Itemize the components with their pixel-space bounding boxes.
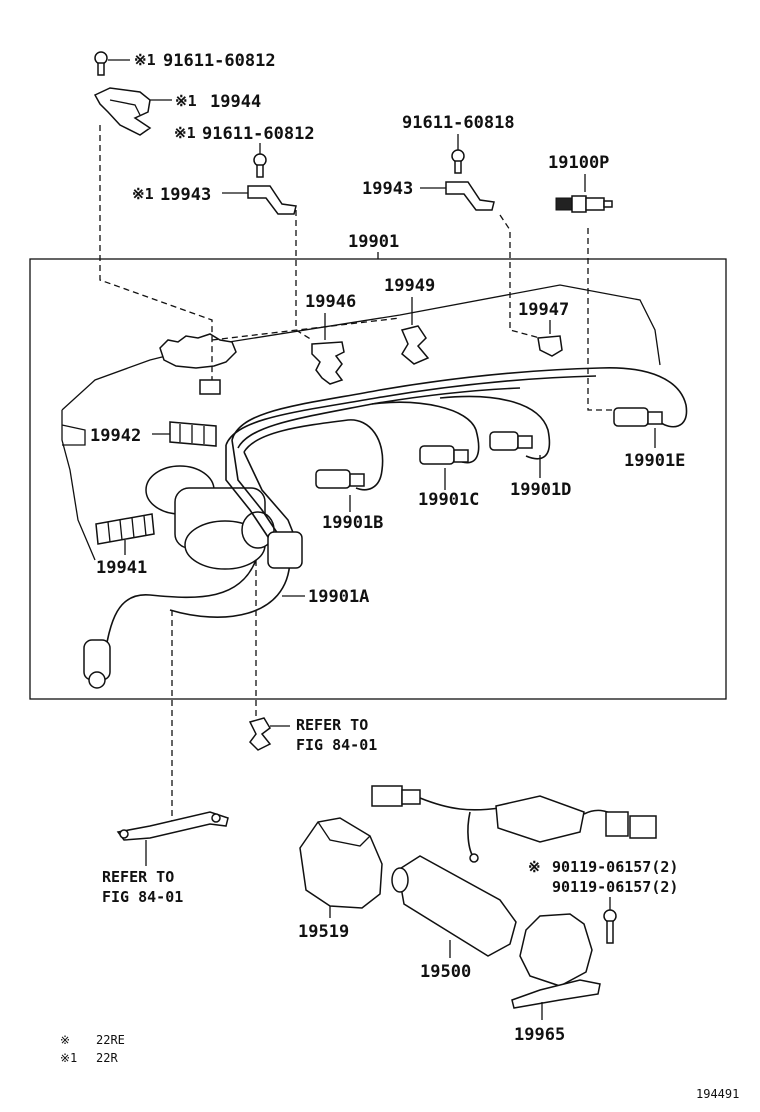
- separator-19942-icon: [169, 421, 217, 447]
- part-label-screw-2: 90119-06157(2): [552, 878, 678, 896]
- part-label-19943-left: 19943: [160, 185, 211, 205]
- part-label-19901c: 19901C: [418, 490, 479, 510]
- boot-a-icon: [83, 639, 111, 689]
- ignition-coil-19500-icon: [391, 855, 517, 957]
- part-label-screw-1: 90119-06157(2): [552, 858, 678, 876]
- part-label-bolt-mid: 91611-60812: [202, 124, 315, 144]
- coil-cover-19519-icon: [299, 817, 383, 909]
- note1-marker: ※1: [175, 92, 197, 110]
- note-marker: ※: [528, 858, 541, 876]
- refer-2-line1: REFER TO: [102, 868, 174, 886]
- legend-mark-2: ※1: [60, 1051, 77, 1065]
- distributor-icon: [145, 465, 275, 570]
- part-label-19901a: 19901A: [308, 587, 369, 607]
- clamp-19949-icon: [400, 325, 430, 365]
- wire-set-frame: [29, 258, 727, 700]
- clamp-19943-right-icon: [445, 181, 495, 211]
- part-label-19519: 19519: [298, 922, 349, 942]
- part-label-19944: 19944: [210, 92, 261, 112]
- boot-e-icon: [613, 407, 663, 427]
- part-label-19100p: 19100P: [548, 153, 609, 173]
- part-label-19947: 19947: [518, 300, 569, 320]
- part-label-19942: 19942: [90, 426, 141, 446]
- boot-d-icon: [489, 431, 533, 451]
- screw-icon: [603, 909, 617, 944]
- refer-1-line1: REFER TO: [296, 716, 368, 734]
- diagram-id: 194491: [696, 1087, 739, 1101]
- coil-harness-icon: [371, 785, 657, 863]
- bolt-top-icon: [94, 51, 108, 76]
- part-label-19901: 19901: [348, 232, 399, 252]
- legend-text-1: 22RE: [96, 1033, 125, 1047]
- boot-c-icon: [419, 445, 469, 465]
- engine-outline: [61, 284, 661, 561]
- bracket-19944-icon: [93, 87, 152, 136]
- clamp-19946-icon: [311, 341, 345, 385]
- part-label-19941: 19941: [96, 558, 147, 578]
- legend-text-2: 22R: [96, 1051, 118, 1065]
- part-label-bolt-right: 91611-60818: [402, 113, 515, 133]
- part-label-19949: 19949: [384, 276, 435, 296]
- clamp-19947-icon: [537, 335, 563, 357]
- bracket-19965-icon: [511, 913, 601, 1009]
- part-label-19965: 19965: [514, 1025, 565, 1045]
- note1-marker: ※1: [134, 51, 156, 69]
- part-label-19946: 19946: [305, 292, 356, 312]
- part-label-19901b: 19901B: [322, 513, 383, 533]
- note1-marker: ※1: [132, 185, 154, 203]
- part-label-19901e: 19901E: [624, 451, 685, 471]
- part-label-19901d: 19901D: [510, 480, 571, 500]
- bolt-right-icon: [451, 149, 465, 174]
- refer-1-line2: FIG 84-01: [296, 736, 377, 754]
- legend-mark-1: ※: [60, 1033, 70, 1047]
- clamp-19943-left-icon: [247, 185, 297, 215]
- part-label-19500: 19500: [420, 962, 471, 982]
- coil-boot-icon: [267, 531, 303, 569]
- note1-marker: ※1: [174, 124, 196, 142]
- wire-harness: [103, 367, 688, 661]
- part-label-19943-right: 19943: [362, 179, 413, 199]
- refer-2-line2: FIG 84-01: [102, 888, 183, 906]
- part-label-bolt-top: 91611-60812: [163, 51, 276, 71]
- refer-clip-1-icon: [248, 717, 272, 751]
- boot-b-icon: [315, 469, 365, 489]
- bolt-mid-icon: [253, 153, 267, 178]
- separator-19941-icon: [95, 513, 155, 545]
- oil-cap-icon: [159, 333, 237, 395]
- spark-plug-icon: [555, 195, 613, 213]
- refer-clamp-2-icon: [116, 811, 229, 841]
